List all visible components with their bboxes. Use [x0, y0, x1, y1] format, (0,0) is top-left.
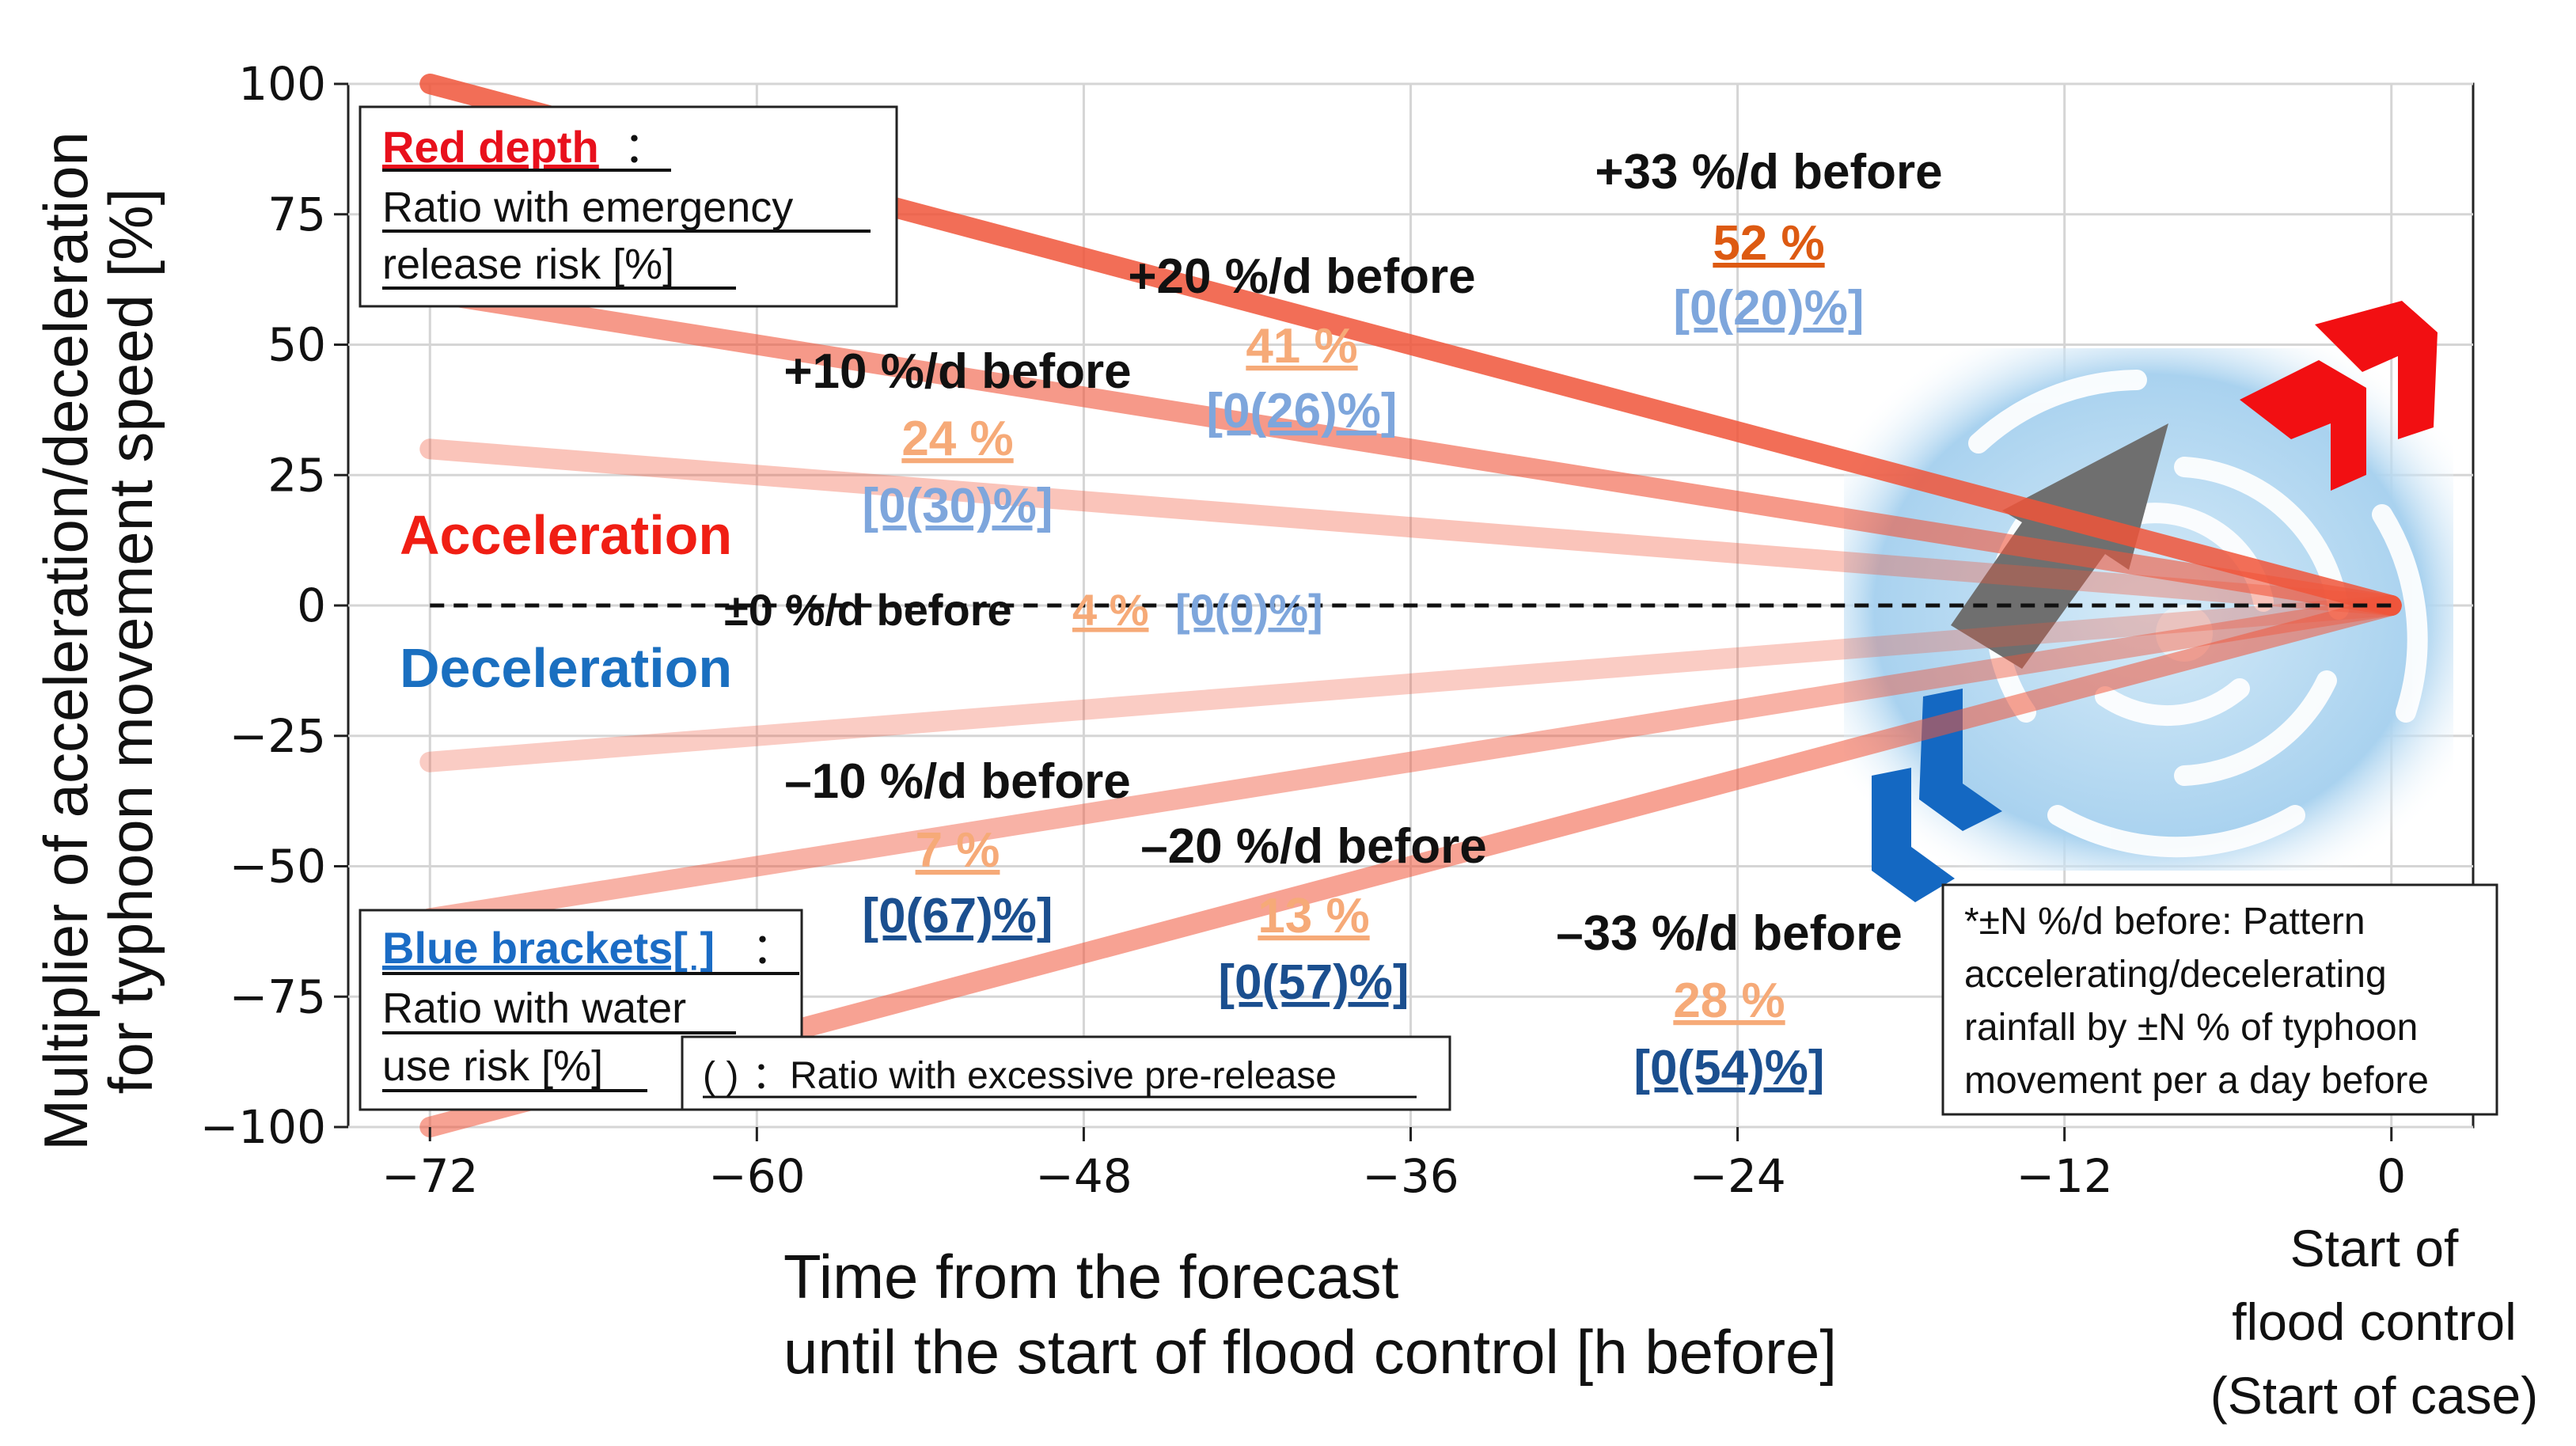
- series-label-p10: +10 %/d before: [783, 344, 1131, 399]
- legend-red-line-2: release risk [%]: [382, 241, 674, 288]
- y-tick-label-6: −50: [230, 840, 326, 894]
- risk-label-p20: 41 %: [1246, 319, 1357, 374]
- risk-label-zero: 4 %: [1072, 585, 1149, 635]
- bracket-label-m33: [0(54)%]: [1633, 1041, 1824, 1095]
- y-tick-label-8: −100: [200, 1100, 326, 1154]
- x-tick-label-0: −72: [381, 1149, 478, 1203]
- legend-red-colon: ：: [624, 124, 666, 172]
- note-box: *±N %/d before: Pattern accelerating/dec…: [1941, 883, 2498, 1116]
- x-end-note-line-3: (Start of case): [2210, 1366, 2538, 1425]
- risk-label-p33: 52 %: [1713, 216, 1824, 271]
- series-label-p33: +33 %/d before: [1595, 145, 1942, 199]
- acceleration-label: Acceleration: [400, 504, 732, 566]
- y-tick-label-0: 100: [238, 57, 326, 111]
- legend-red-line-1: Ratio with emergency: [382, 184, 793, 231]
- y-tick-label-4: 0: [297, 579, 326, 632]
- x-tick-label-3: −36: [1362, 1149, 1459, 1203]
- legend-blue-colon: ：: [752, 925, 795, 973]
- legend-blue-line-1: Ratio with water: [382, 985, 686, 1032]
- x-tick-label-1: −60: [708, 1149, 805, 1203]
- risk-label-p10: 24 %: [901, 412, 1013, 466]
- bracket-label-p20: [0(26)%]: [1206, 384, 1397, 438]
- y-axis-title-line-2: for typhoon movement speed [%]: [96, 188, 165, 1095]
- acceleration-chevron-icon: [2240, 301, 2438, 491]
- x-tick-label-2: −48: [1035, 1149, 1132, 1203]
- y-tick-label-7: −75: [230, 970, 326, 1023]
- series-label-m20: –20 %/d before: [1140, 819, 1487, 874]
- x-tick-label-5: −12: [2016, 1149, 2112, 1203]
- x-tick-label-6: 0: [2377, 1149, 2406, 1203]
- deceleration-label: Deceleration: [400, 637, 732, 699]
- series-line-4: [419, 595, 2402, 772]
- bracket-label-m20: [0(57)%]: [1218, 955, 1409, 1010]
- series-line-1: [419, 282, 2402, 616]
- legend-paren: ( ) ：Ratio with excessive pre-release: [681, 1035, 1451, 1111]
- series-label-m10: –10 %/d before: [784, 754, 1131, 809]
- risk-label-m20: 13 %: [1258, 889, 1369, 943]
- y-tick-label-5: −25: [230, 709, 326, 763]
- note-line-1: *±N %/d before: Pattern: [1964, 901, 2365, 943]
- series-label-zero: ±0 %/d before: [724, 585, 1012, 635]
- x-end-note-line-2: flood control: [2232, 1292, 2517, 1351]
- axis-ticks: −72 −60 −48 −36 −24 −12 0 100 75 50 25 0 −25 −50 −75 −1…: [200, 57, 2406, 1203]
- x-axis-title-line-1: Time from the forecast: [783, 1242, 1399, 1311]
- risk-label-m10: 7 %: [916, 823, 1000, 878]
- y-tick-label-2: 50: [267, 318, 326, 372]
- note-line-2: accelerating/decelerating: [1964, 954, 2387, 996]
- x-tick-label-4: −24: [1689, 1149, 1785, 1203]
- x-axis-title-line-2: until the start of flood control [h befo…: [783, 1317, 1837, 1387]
- series-line-5: [419, 595, 2402, 929]
- series-line-2: [419, 438, 2402, 616]
- y-tick-label-1: 75: [267, 188, 326, 241]
- note-line-4: movement per a day before: [1964, 1060, 2429, 1102]
- legend-paren-head: ( ): [703, 1055, 738, 1097]
- risk-label-m33: 28 %: [1673, 973, 1785, 1028]
- x-end-note-line-1: Start of: [2290, 1219, 2459, 1277]
- y-axis-title: Multiplier of acceleration/deceleration …: [31, 131, 165, 1151]
- y-axis-title-line-1: Multiplier of acceleration/deceleration: [31, 131, 101, 1151]
- y-tick-label-3: 25: [267, 448, 326, 502]
- bracket-label-m10: [0(67)%]: [862, 889, 1053, 943]
- legend-paren-text: ：Ratio with excessive pre-release: [752, 1055, 1337, 1097]
- bracket-label-zero: [0(0)%]: [1175, 585, 1323, 635]
- series-label-m33: –33 %/d before: [1556, 906, 1903, 961]
- bracket-label-p10: [0(30)%]: [862, 479, 1053, 533]
- series-labels: +33 %/d before 52 % [0(20)%] +20 %/d bef…: [724, 145, 1943, 1095]
- legend-blue-line-2: use risk [%]: [382, 1042, 603, 1090]
- legend-red-head: Red depth: [382, 122, 599, 172]
- series-label-p20: +20 %/d before: [1128, 249, 1475, 304]
- bracket-label-p33: [0(20)%]: [1673, 281, 1864, 336]
- legend-blue-head: Blue brackets[ ]: [382, 923, 715, 973]
- legend-red-depth: Red depth ： Ratio with emergency release…: [359, 105, 898, 308]
- note-line-3: rainfall by ±N % of typhoon: [1964, 1007, 2418, 1049]
